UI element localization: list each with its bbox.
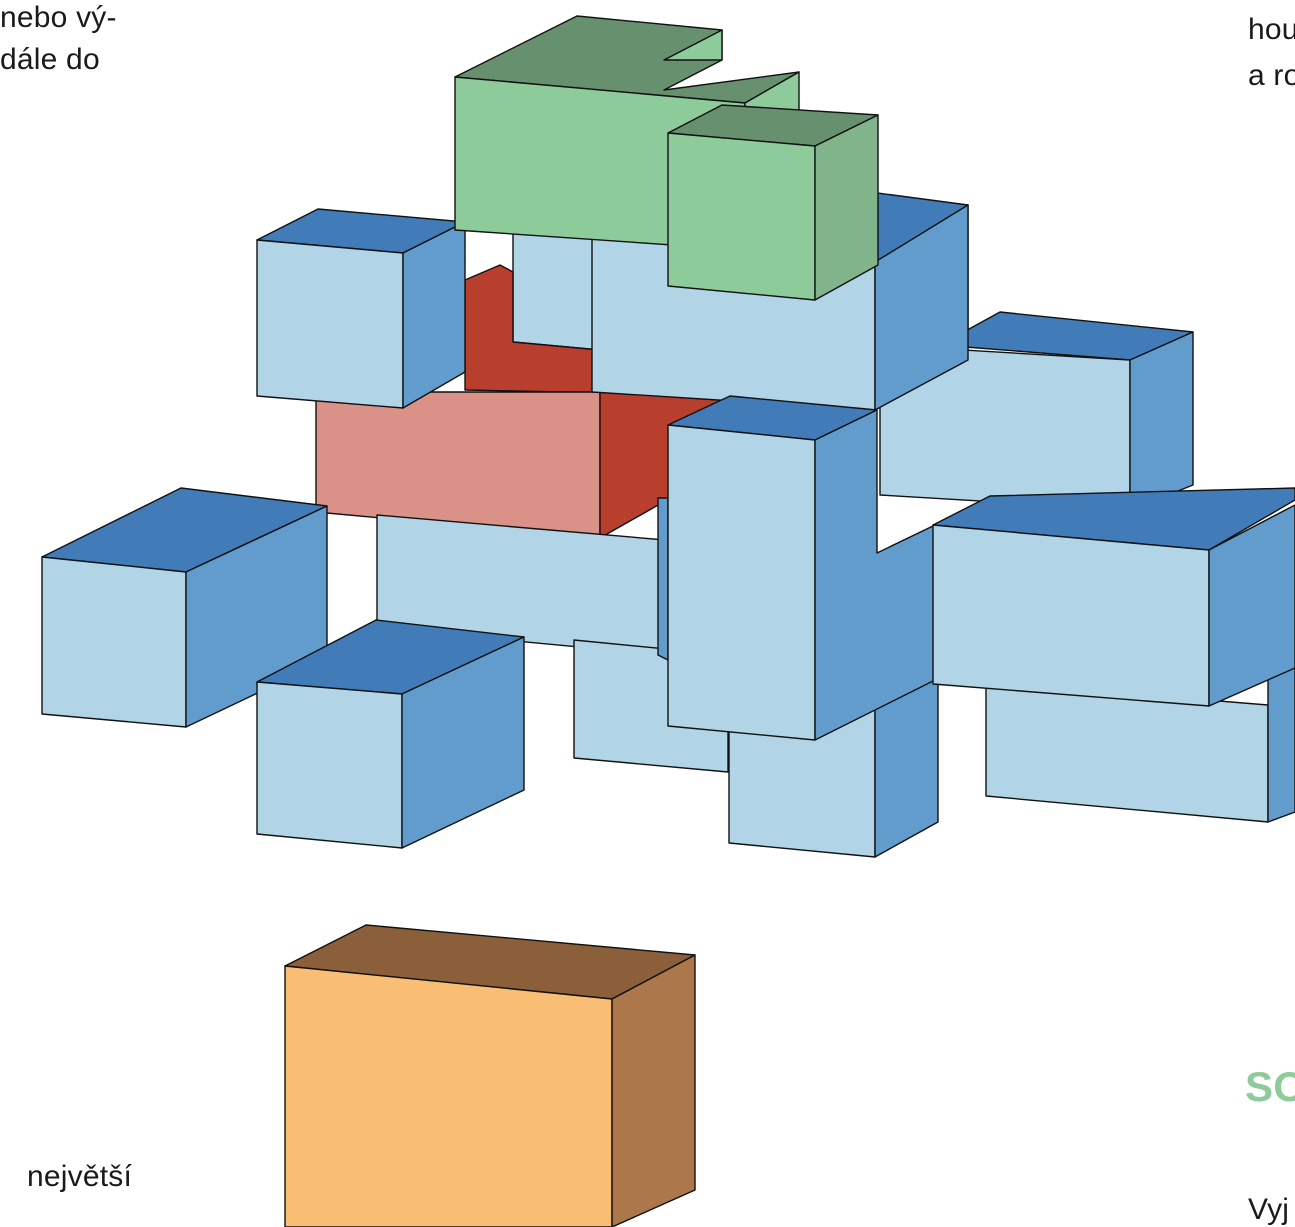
text-fragment-left: největší: [27, 1160, 132, 1193]
block-bottom-left: [256, 619, 525, 849]
text-fragment-left: dále do: [0, 43, 100, 76]
block-green-front-cube: [667, 104, 879, 301]
text-fragment-right: hou: [1248, 13, 1295, 46]
section-heading: SO: [1245, 1063, 1295, 1110]
block-pillar-back: [512, 231, 601, 351]
block-right-middle: [879, 311, 1194, 511]
block-right-front: [932, 487, 1295, 707]
block-top-left: [256, 208, 466, 409]
text-fragment-left: nebo vý-: [0, 1, 117, 34]
block-tall-pillar: [657, 395, 936, 741]
text-fragment-right: Vyj: [1248, 1193, 1290, 1226]
block-orange: [284, 924, 696, 1227]
text-fragment-right: a ro: [1248, 59, 1295, 92]
block-bottom-center: [728, 674, 939, 858]
